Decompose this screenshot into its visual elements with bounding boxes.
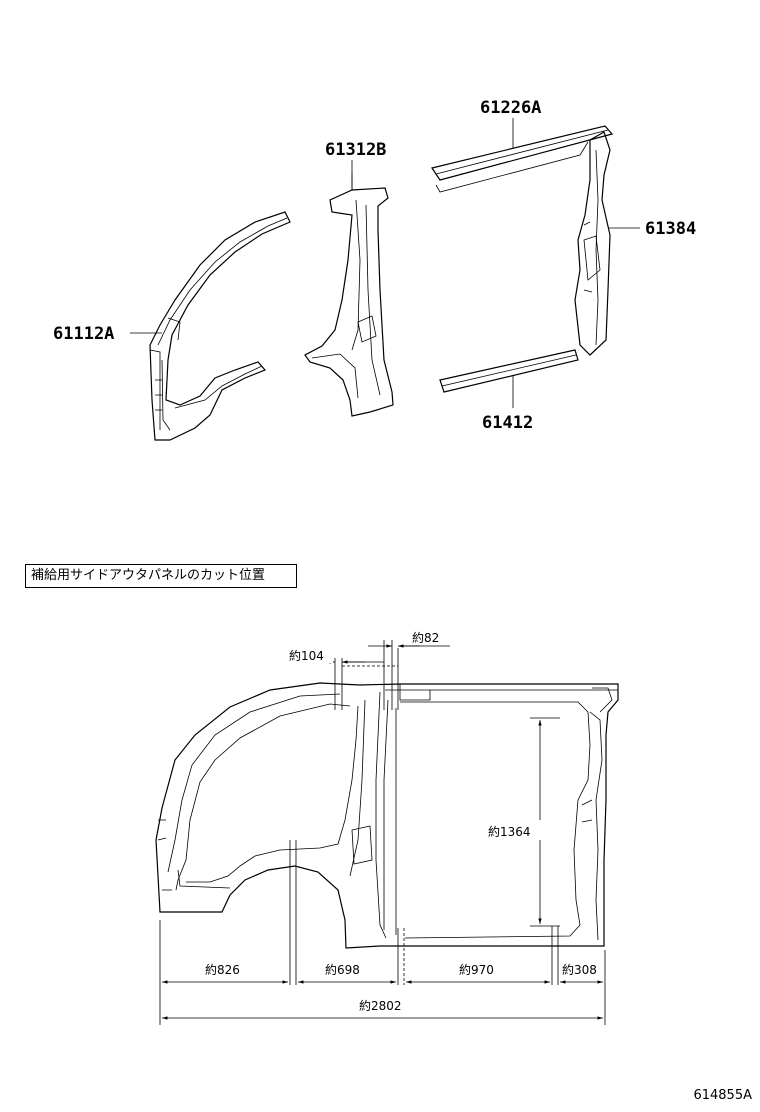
part-label-61412: 61412	[482, 413, 533, 433]
section-caption: 補給用サイドアウタパネルのカット位置	[25, 564, 297, 588]
dim-label-826: 約826	[205, 962, 240, 977]
dim-label-104: 約104	[289, 648, 324, 663]
part-label-61112a: 61112A	[53, 324, 114, 344]
part-label-61226a: 61226A	[480, 98, 541, 118]
part-label-61384: 61384	[645, 219, 696, 239]
dim-label-1364: 約1364	[488, 824, 531, 839]
dimension-arrows	[162, 644, 603, 1020]
reference-code: 614855A	[693, 1088, 752, 1103]
side-panel-drawing	[155, 682, 619, 949]
part-61226a-drawing	[431, 125, 614, 193]
dim-label-698: 約698	[325, 962, 360, 977]
dim-label-82: 約82	[412, 630, 439, 645]
extension-lines	[159, 717, 606, 1025]
part-61312b-drawing	[304, 172, 394, 417]
dim-label-308: 約308	[562, 962, 597, 977]
dim-label-2802: 約2802	[359, 998, 402, 1013]
part-61384-drawing	[574, 131, 611, 356]
part-61412-drawing	[439, 349, 579, 393]
dim-label-970: 約970	[459, 962, 494, 977]
cut-lines	[289, 640, 559, 985]
part-61112a-drawing	[149, 211, 291, 441]
part-label-61312b: 61312B	[325, 140, 386, 160]
